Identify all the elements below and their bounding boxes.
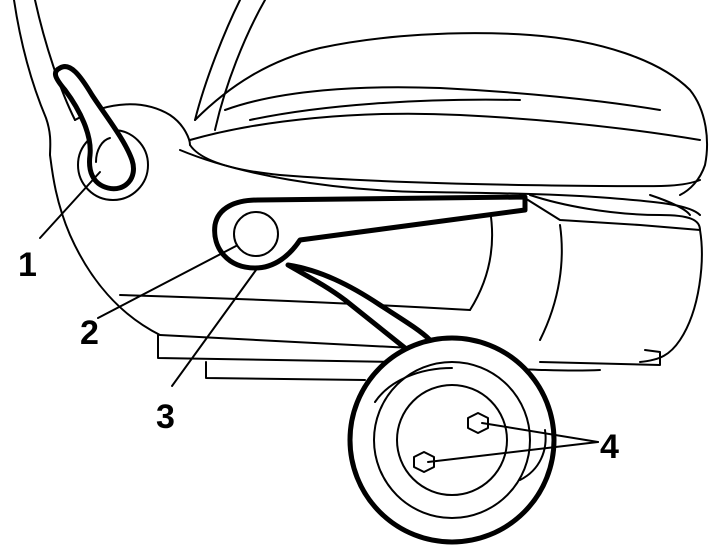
leader-lines — [39, 171, 599, 463]
callout-3: 3 — [156, 398, 175, 436]
callout-4: 4 — [600, 428, 619, 466]
height-adjust-handle — [212, 194, 528, 271]
seat-height-knob — [347, 335, 557, 545]
callout-2: 2 — [80, 314, 99, 352]
recline-lever — [52, 64, 149, 201]
adjust-arm — [285, 262, 433, 355]
screw-icon — [467, 412, 489, 434]
seat-cushion — [189, 32, 708, 196]
seat-back — [13, 0, 266, 156]
callout-1: 1 — [18, 246, 37, 284]
screw-icon — [413, 451, 435, 473]
